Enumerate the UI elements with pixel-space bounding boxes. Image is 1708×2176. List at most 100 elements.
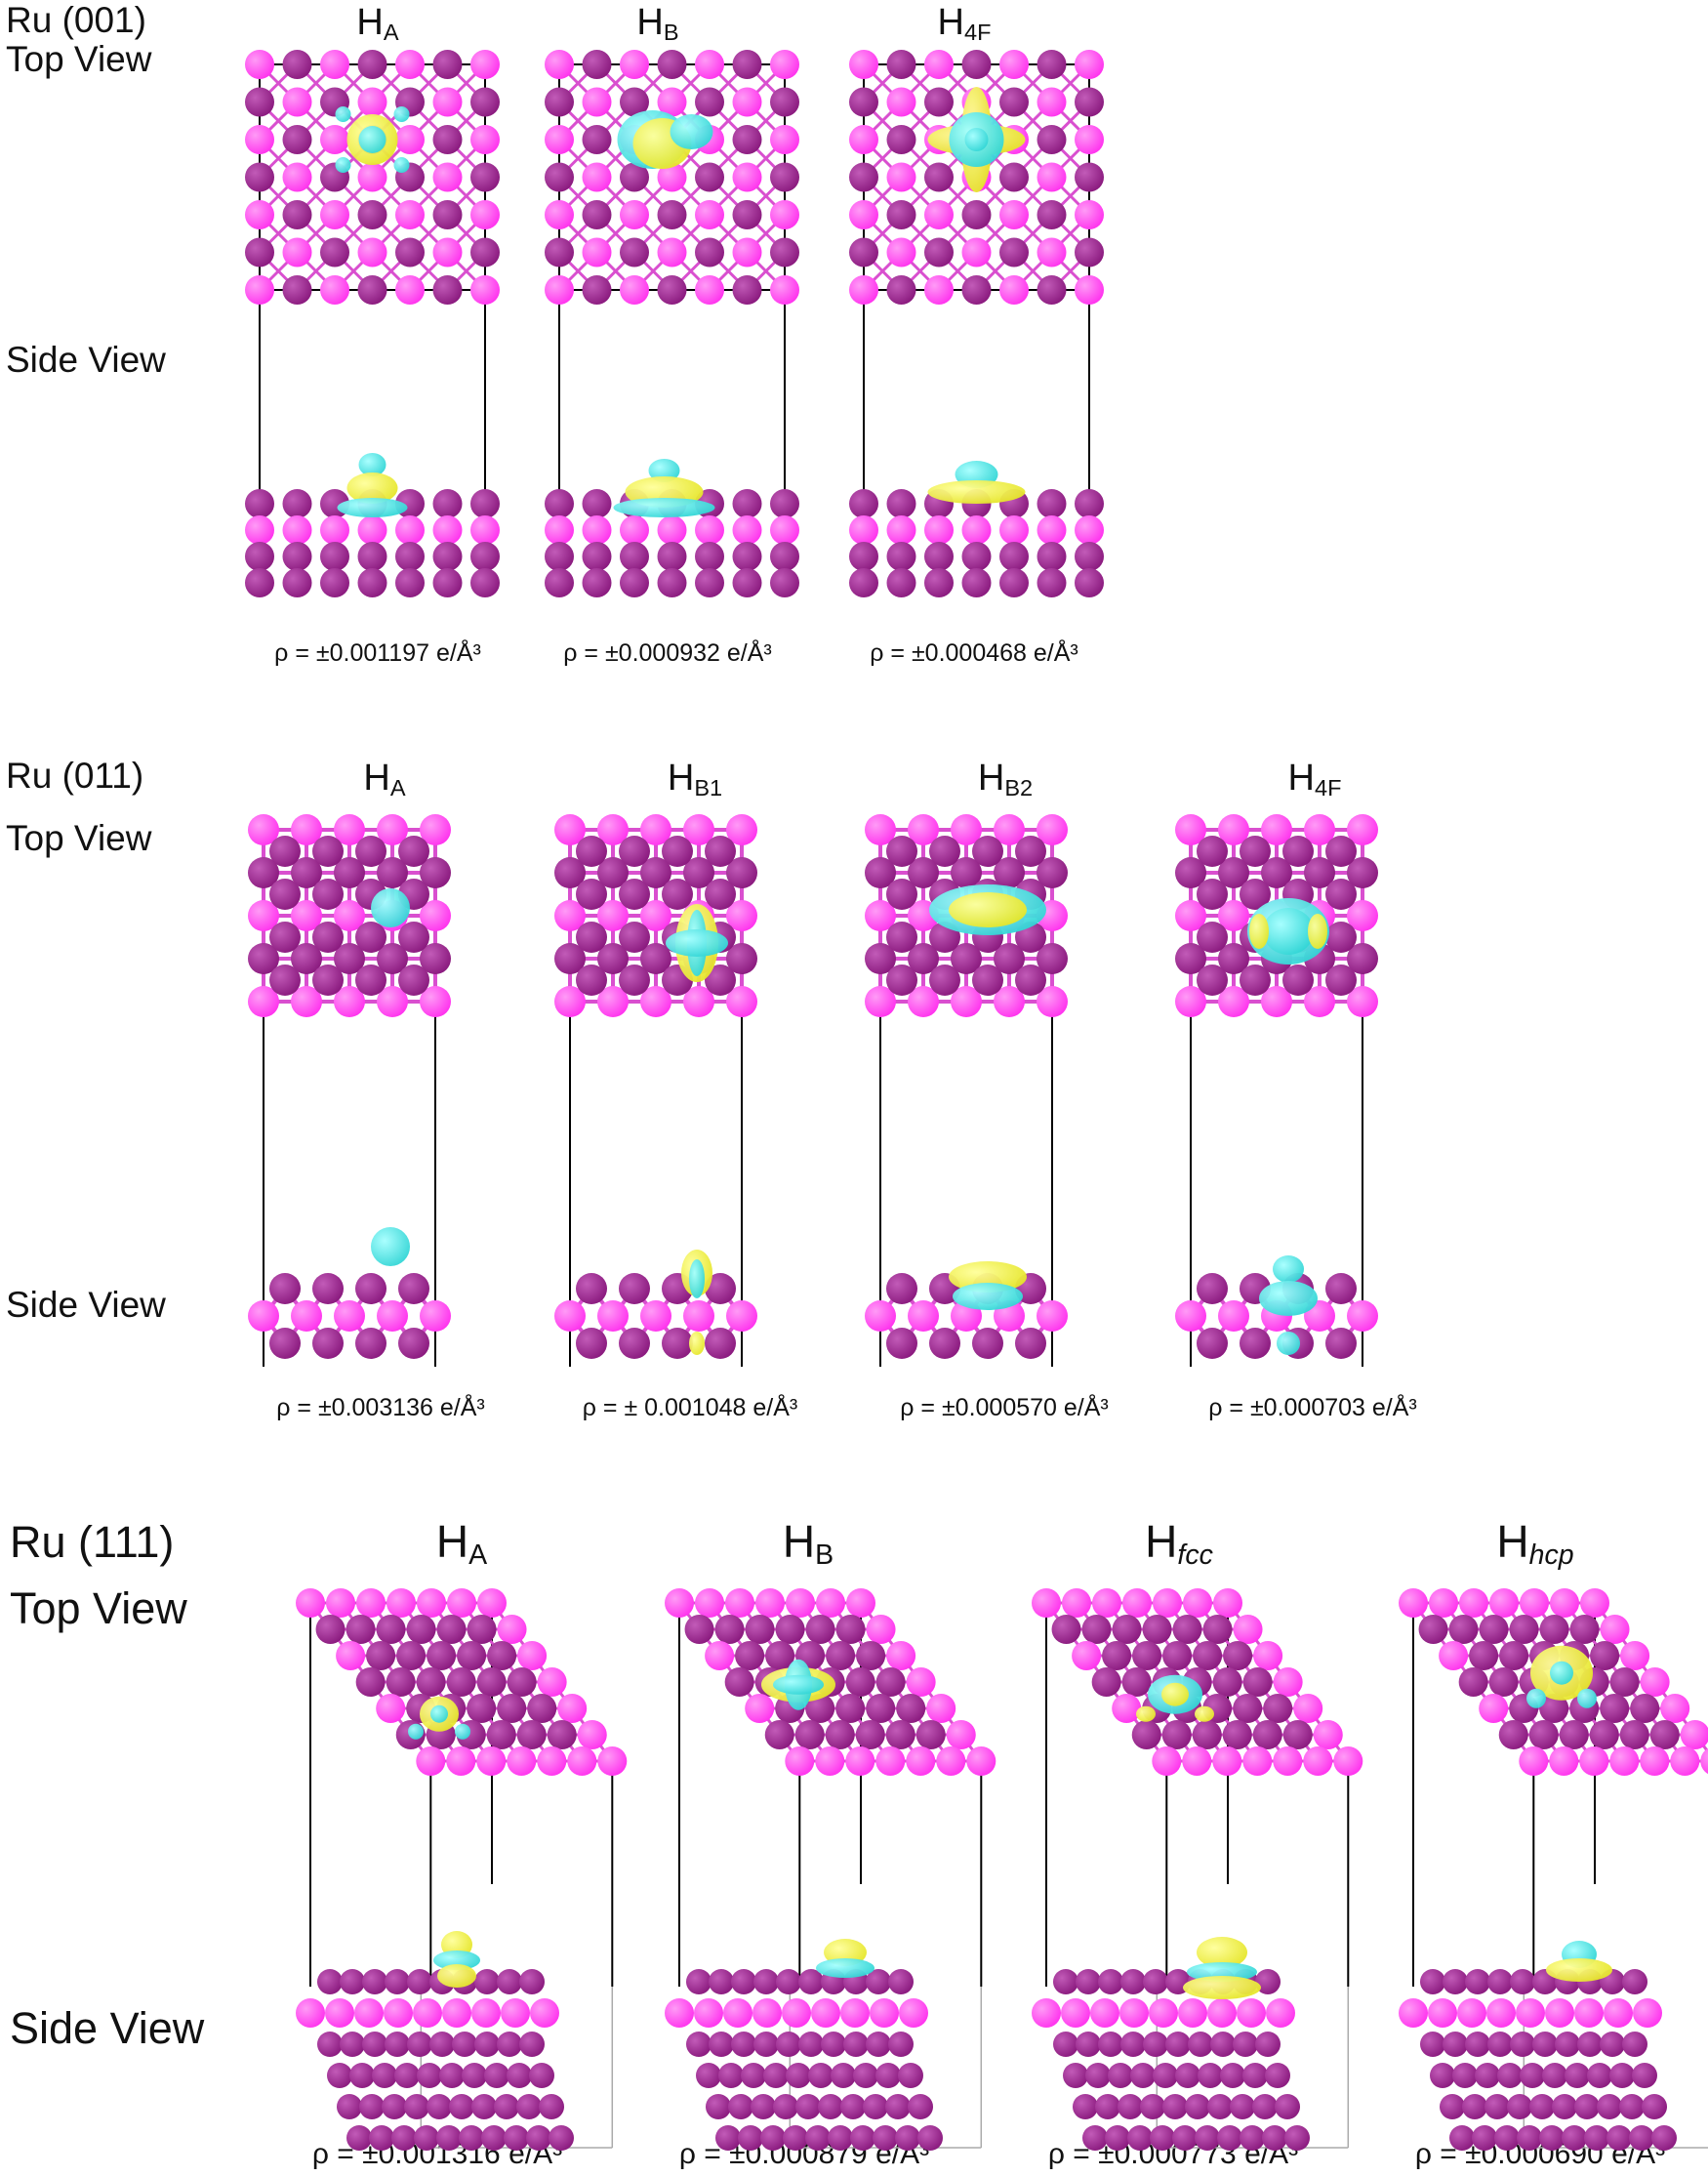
ru-atom: [1606, 2125, 1632, 2151]
isosurface-negative: [666, 929, 728, 957]
ru-atom: [545, 515, 574, 545]
ru-atom: [1132, 1641, 1162, 1670]
ru-atom: [1494, 2125, 1520, 2151]
ru-atom: [1037, 87, 1067, 117]
ru-atom: [1082, 2125, 1108, 2151]
ru-atom: [1252, 2094, 1278, 2119]
ru-atom: [582, 489, 612, 518]
ru-atom: [1152, 1746, 1182, 1776]
ru-atom: [315, 1615, 346, 1644]
ru-atom: [470, 50, 500, 79]
ru-atom: [994, 986, 1025, 1017]
ru-atom: [825, 1720, 855, 1749]
ru-atom: [866, 1694, 896, 1723]
ru-atom: [695, 1588, 724, 1618]
ru-atom: [886, 200, 916, 229]
ru-atom: [432, 237, 463, 267]
isosurface-positive: [1197, 1937, 1247, 1968]
ru-atom: [1448, 1615, 1479, 1644]
ru-atom: [362, 1969, 387, 1994]
ru-atom: [470, 542, 500, 571]
ru-atom: [620, 515, 649, 545]
ru-atom: [1197, 1328, 1228, 1359]
ru-atom: [1162, 2094, 1188, 2119]
ru-atom: [1161, 1720, 1192, 1749]
ru-atom: [545, 489, 574, 518]
ru-atom: [1347, 986, 1378, 1017]
ru-atom: [1528, 1720, 1559, 1749]
ru-atom: [1037, 275, 1067, 305]
ru-atom: [770, 50, 799, 79]
ru-atom: [269, 922, 301, 953]
ru-atom: [886, 125, 916, 154]
site-label-011-a: HA: [363, 758, 406, 801]
ru-atom: [545, 87, 574, 117]
isosurface-negative: [1526, 1688, 1546, 1708]
ru-atom: [753, 2032, 779, 2057]
ru-atom: [999, 568, 1029, 597]
ru-atom: [888, 2032, 914, 2057]
ru-atom: [840, 2094, 866, 2119]
ru-atom: [1440, 2094, 1465, 2119]
rho-label-011-b2: ρ = ±0.000570 e/Å³: [900, 1394, 1109, 1421]
ru-atom: [416, 1746, 446, 1776]
ru-atom: [582, 50, 612, 79]
isosurface-negative: [393, 106, 410, 122]
ru-atom: [1462, 2094, 1487, 2119]
ru-atom: [961, 200, 992, 229]
ru-atom: [1487, 2032, 1513, 2057]
isosurface-negative: [1263, 908, 1314, 955]
ru-atom: [726, 1300, 757, 1332]
ru-atom: [398, 836, 429, 867]
ru-atom: [709, 1969, 734, 1994]
ru-atom: [470, 125, 500, 154]
ru-atom: [582, 125, 612, 154]
ru-atom: [1073, 2094, 1098, 2119]
ru-atom: [1619, 1720, 1649, 1749]
ru-atom: [726, 943, 757, 974]
ru-atom: [694, 1998, 723, 2028]
ru-atom: [1240, 836, 1271, 867]
ru-atom: [1465, 1969, 1490, 1994]
ru-atom: [657, 275, 687, 305]
facet-label-111: Ru (111): [10, 1517, 175, 1567]
ru-atom: [815, 1746, 845, 1776]
ru-atom: [1037, 237, 1067, 267]
ru-atom: [1619, 2094, 1645, 2119]
ru-atom: [1252, 1720, 1282, 1749]
ru-atom: [1418, 1615, 1448, 1644]
ru-atom: [828, 2125, 853, 2151]
ru-atom: [1333, 1746, 1363, 1776]
ru-atom: [755, 1588, 785, 1618]
ru-atom: [1197, 836, 1228, 867]
ru-atom: [1604, 1998, 1633, 2028]
ru-atom: [1680, 1720, 1708, 1749]
ru-atom: [245, 489, 274, 518]
top-view-label-111: Top View: [10, 1583, 187, 1633]
ru-atom: [999, 275, 1029, 305]
ru-atom: [908, 1300, 939, 1332]
ru-atom: [714, 1615, 745, 1644]
ru-atom: [248, 943, 279, 974]
ru-atom: [1182, 1746, 1212, 1776]
ru-atom: [620, 568, 649, 597]
rho-label-011-4f: ρ = ±0.000703 e/Å³: [1208, 1394, 1417, 1421]
ru-atom: [683, 1300, 714, 1332]
ru-atom: [1479, 1615, 1509, 1644]
ru-atom: [420, 1300, 451, 1332]
ru-atom: [545, 237, 574, 267]
isosurface-positive: [1136, 1705, 1156, 1722]
ru-atom: [886, 237, 916, 267]
ru-atom: [245, 515, 274, 545]
ru-atom: [432, 568, 463, 597]
ru-atom: [745, 1615, 775, 1644]
ru-atom: [1428, 1998, 1457, 2028]
ru-atom: [640, 943, 671, 974]
ru-atom: [640, 1300, 671, 1332]
ru-atom: [1240, 879, 1271, 910]
ru-atom: [459, 2125, 484, 2151]
ru-atom: [467, 1615, 497, 1644]
ru-atom: [554, 900, 586, 931]
ru-atom: [577, 1720, 607, 1749]
